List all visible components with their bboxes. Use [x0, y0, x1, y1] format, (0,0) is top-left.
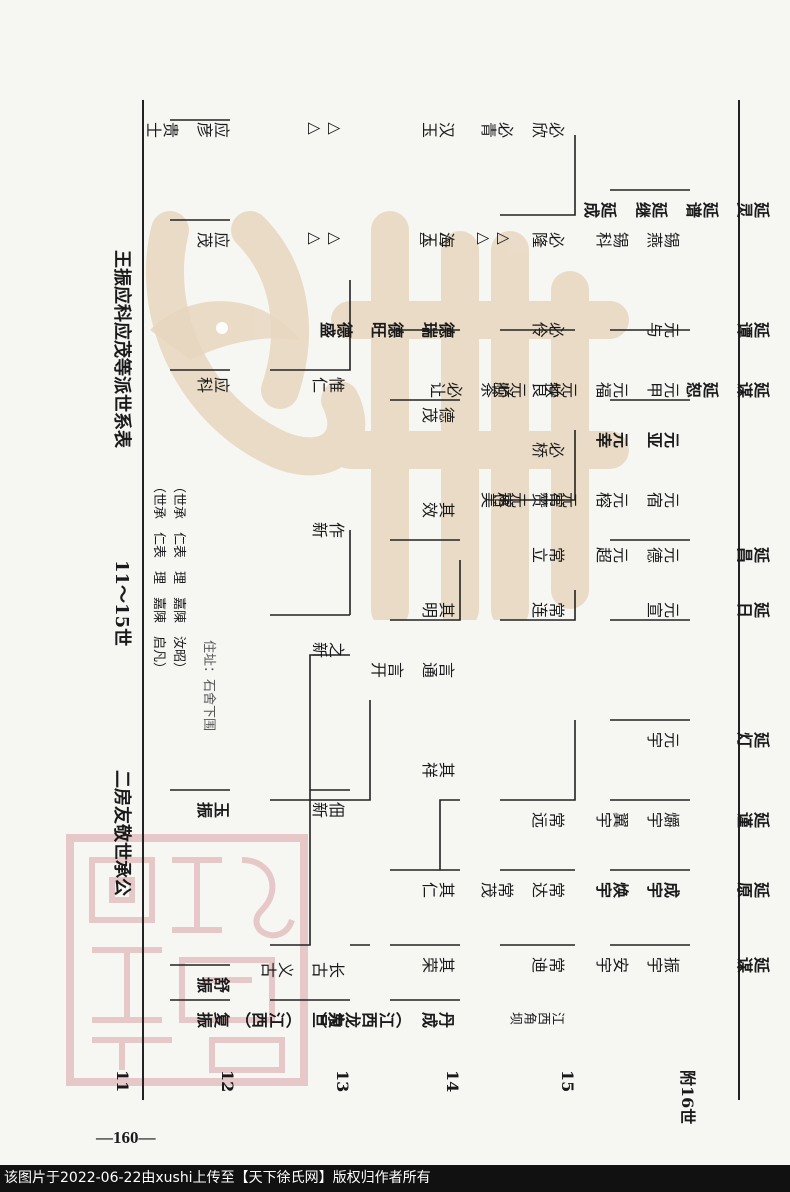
name-chengyu: 成宇 焕宇	[595, 879, 680, 898]
name-yuande: 元德 元超	[595, 544, 680, 563]
name-yuansu: 元宿 元榕 元生 元格	[493, 489, 680, 508]
upload-credit-footer: 该图片于2022-06-22由xushi上传至【天下徐氏网】版权归作者所有	[0, 1165, 790, 1192]
name-yantong: 言通 言开	[370, 659, 455, 678]
name-demao: 德茂	[421, 404, 455, 423]
name-qiming: 其明	[421, 599, 455, 618]
name-yingmao: 应茂	[196, 229, 230, 248]
name-yuanyu2: 元与	[646, 319, 680, 338]
name-weiren: 惟仁	[311, 374, 345, 393]
name-yuzhen: 玉振	[196, 799, 230, 818]
name-yanjin: 延谨	[736, 809, 770, 828]
name-yuanyu: 元宇	[646, 729, 680, 748]
name-changda: 常达 常茂	[480, 879, 565, 898]
name-biqiao: 必桥	[531, 439, 565, 458]
name-qiren: 其仁	[421, 879, 455, 898]
name-changyuan: 常远	[531, 809, 565, 828]
name-yantan: 延谭	[736, 319, 770, 338]
name-zhixin: 之新	[311, 639, 345, 658]
name-yanri: 延日	[736, 599, 770, 618]
name-changdi: 常迪	[531, 954, 565, 973]
name-shuzhen: 舒振	[196, 974, 230, 993]
name-triangle-12b: △△	[305, 119, 345, 138]
name-zhenyu: 振宇 安宇	[595, 954, 680, 973]
name-yanmou2: 延谋 延恕	[685, 379, 770, 398]
name-zuoxin: 作新	[311, 519, 345, 538]
name-qirong: 其荣	[421, 954, 455, 973]
page-number: —160—	[96, 1128, 156, 1147]
name-yingyan: 应彦 贵士	[145, 119, 230, 138]
scanned-page: 二房友敬世承公 11～15世 王振应科应茂等派世系表 （世承 仁表 理 嘉陳 启…	[0, 0, 790, 1165]
name-jiangxi-jiaoba: 江西角坝	[509, 1009, 565, 1024]
name-yanling: 延灵 延谱 延继 延成	[583, 199, 770, 218]
name-yuanjia: 元甲 元福 元挟 元顺	[493, 379, 680, 398]
name-yuanxuan: 元宣	[646, 599, 680, 618]
name-bilong: 必隆 △△ △△	[417, 229, 565, 248]
name-dianxin: 佃新	[311, 799, 345, 818]
name-hanyu: 汉玉	[421, 119, 455, 138]
name-triangle-12a: △△	[305, 229, 345, 248]
name-qixiang: 其祥	[421, 759, 455, 778]
name-yanmou: 延谋	[736, 954, 770, 973]
name-xiyan: 锡燕 锡科	[595, 229, 680, 248]
name-jueyu: 爝宇 翼宇	[595, 809, 680, 828]
name-changgu: 长古 义古	[260, 959, 345, 978]
name-yanchang: 延昌	[736, 544, 770, 563]
name-derui: 德瑞 德旺 德盛	[319, 319, 455, 338]
name-biling: 必伶	[531, 319, 565, 338]
name-qixiao: 其效	[421, 499, 455, 518]
name-changli: 常立	[531, 544, 565, 563]
name-fuzhen: 复振	[196, 1009, 230, 1028]
name-yuanya: 元亚 元幸	[595, 429, 680, 448]
name-changlian: 常连	[531, 599, 565, 618]
name-dancheng: 丹成 （江西龙泉）	[310, 1009, 455, 1028]
name-yandeng: 延灯	[736, 729, 770, 748]
name-yingke: 应科	[196, 374, 230, 393]
name-yanyuan: 延原	[736, 879, 770, 898]
name-bixin: 必欣 必青	[480, 119, 565, 138]
